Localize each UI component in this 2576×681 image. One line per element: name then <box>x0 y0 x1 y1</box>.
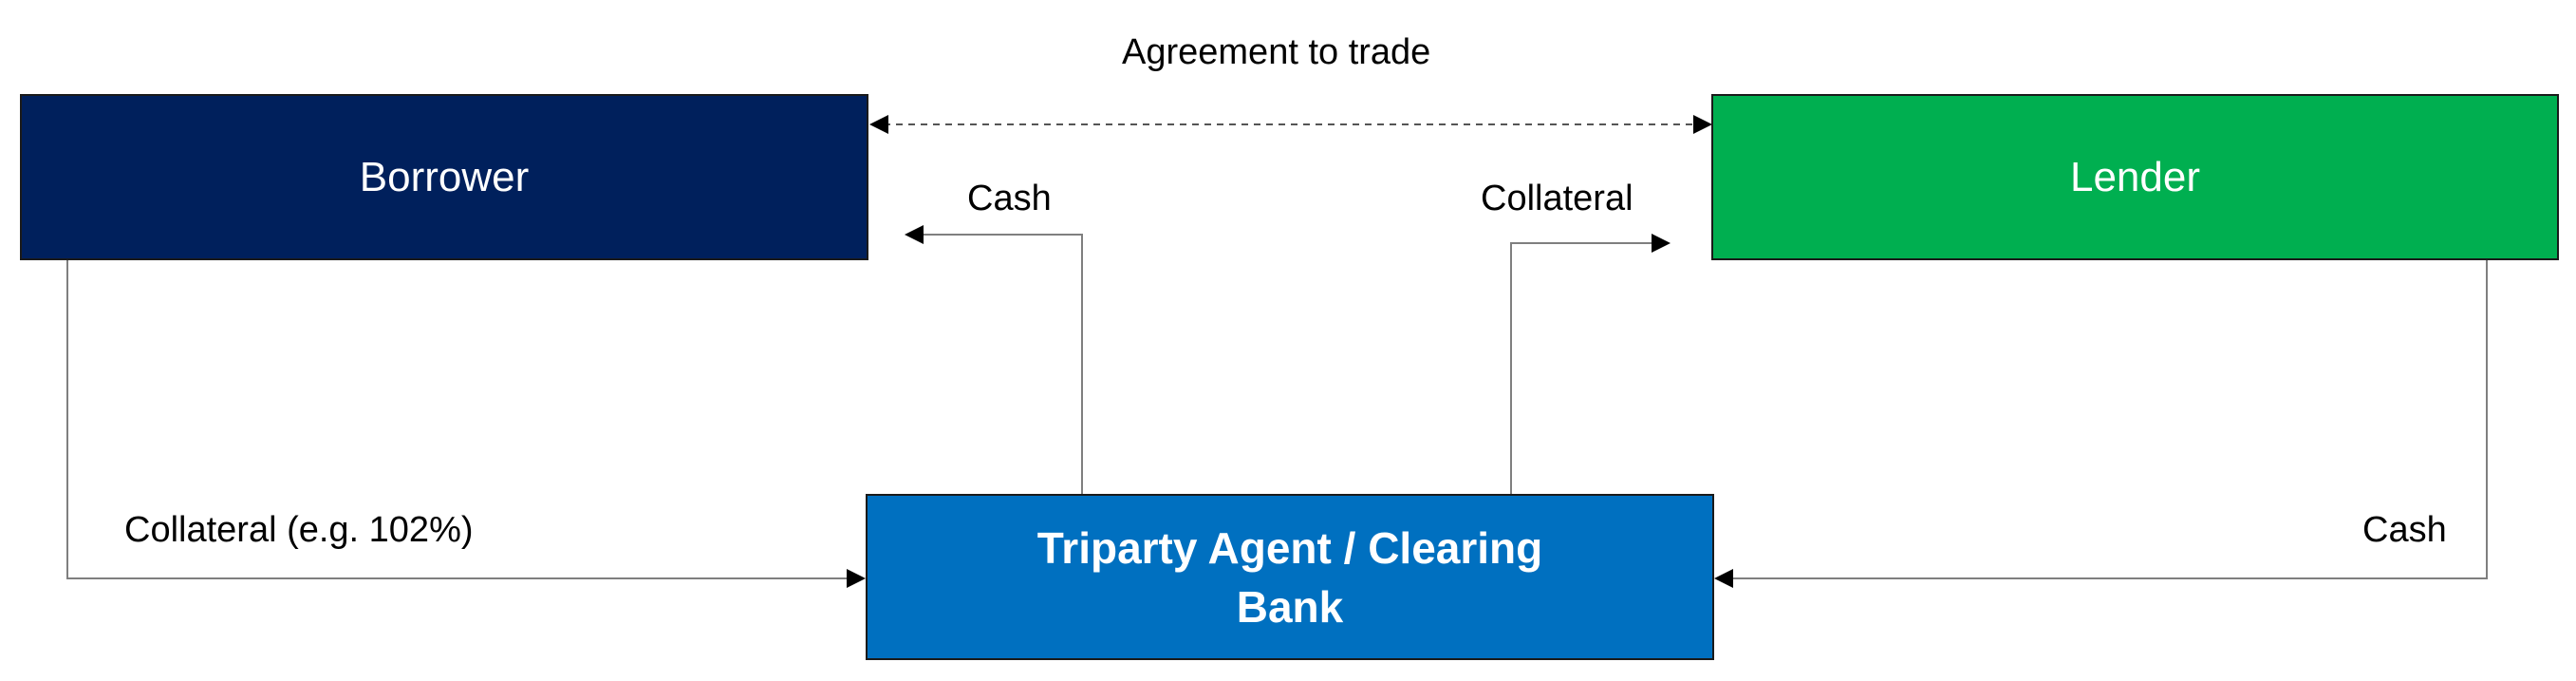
collateral-to-lender-connector <box>1510 234 1671 494</box>
borrower-label: Borrower <box>359 153 530 200</box>
agreement-label: Agreement to trade <box>1122 32 1431 72</box>
cash-from-lender-label: Cash <box>2362 510 2447 550</box>
triparty-agent-label: Triparty Agent / Clearing Bank <box>1036 522 1543 632</box>
cash-to-borrower-label: Cash <box>967 179 1052 218</box>
triparty-agent-box: Triparty Agent / Clearing Bank <box>866 494 1714 660</box>
collateral-from-borrower-label: Collateral (e.g. 102%) <box>124 510 474 550</box>
cash-from-lender-connector <box>1714 260 2488 588</box>
collateral-from-borrower-connector <box>66 260 866 588</box>
lender-box: Lender <box>1711 94 2559 260</box>
borrower-box: Borrower <box>20 94 868 260</box>
collateral-to-lender-label: Collateral <box>1481 179 1633 218</box>
lender-label: Lender <box>2069 153 2200 200</box>
cash-to-borrower-connector <box>905 225 1083 494</box>
